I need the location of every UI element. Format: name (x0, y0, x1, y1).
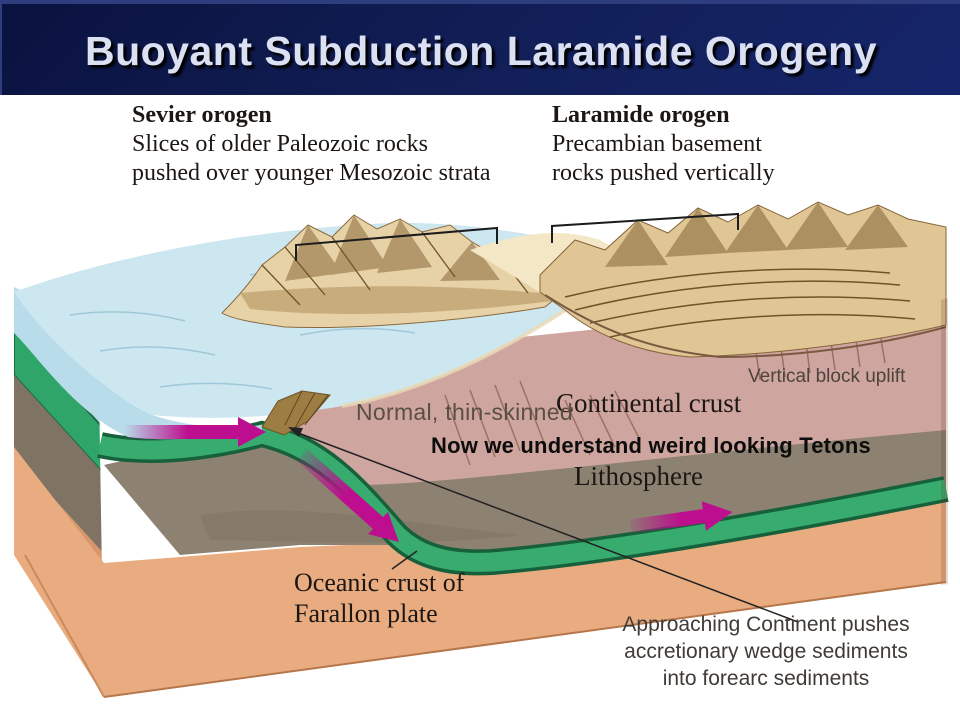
normal-thin-skinned-note: Normal, thin-skinned (356, 399, 573, 425)
laramide-callout-heading: Laramide orogen (552, 102, 730, 128)
laramide-callout-line1: Precambian basement (552, 131, 762, 157)
wedge-pointer-line (292, 430, 799, 623)
crust-striations (444, 332, 886, 466)
slide-title: Buoyant Subduction Laramide Orogeny (84, 28, 877, 74)
approaching-continent-line2: accretionary wedge sediments (624, 640, 908, 663)
block-diagram-art (14, 201, 949, 698)
accretionary-wedge (261, 390, 331, 436)
approaching-continent-line1: Approaching Continent pushes (622, 613, 910, 636)
block-corner-edge (24, 554, 105, 698)
plate-motion-arrow-right (629, 501, 733, 534)
slide-header: Buoyant Subduction Laramide Orogeny (0, 0, 960, 95)
continental-crust-label: Continental crust (556, 388, 742, 418)
sevier-callout: Sevier orogen Slices of older Paleozoic … (132, 101, 491, 188)
sevier-callout-heading: Sevier orogen (132, 102, 272, 128)
slab-descent-arrow (297, 449, 399, 542)
plate-motion-arrow-left (124, 417, 266, 447)
laramide-mountains (539, 201, 947, 359)
shoreline (341, 256, 644, 408)
laramide-bracket (551, 212, 739, 243)
oceanic-crust-label: Oceanic crust of Farallon plate (294, 567, 464, 629)
subduction-diagram: Sevier orogen Slices of older Paleozoic … (0, 95, 960, 720)
ocean-front-face (14, 292, 262, 440)
laramide-callout-line2: rocks pushed vertically (552, 160, 775, 186)
approaching-continent-line3: into forearc sediments (662, 667, 870, 690)
tetons-note: Now we understand weird looking Tetons (431, 433, 871, 458)
sevier-callout-line1: Slices of older Paleozoic rocks (132, 131, 428, 157)
laramide-callout: Laramide orogen Precambian basement rock… (552, 101, 775, 188)
approaching-continent-note: Approaching Continent pushes accretionar… (592, 611, 940, 692)
sevier-callout-line2: pushed over younger Mesozoic strata (132, 160, 491, 186)
oceanic-crust-slab (97, 420, 949, 576)
right-face-shade (941, 298, 948, 585)
oceanic-crust-label-line1: Oceanic crust of (294, 568, 465, 597)
lithosphere-label: Lithosphere (574, 461, 703, 491)
oceanic-crust-label-line2: Farallon plate (294, 599, 438, 628)
vertical-block-uplift-note: Vertical block uplift (748, 366, 906, 387)
lithosphere-texture (200, 510, 520, 543)
sevier-bracket (295, 226, 498, 261)
block-bottom-edge (103, 581, 947, 698)
wedge-pointer-arrowhead (288, 427, 303, 437)
oceanic-crust-pointer-line (391, 550, 418, 570)
